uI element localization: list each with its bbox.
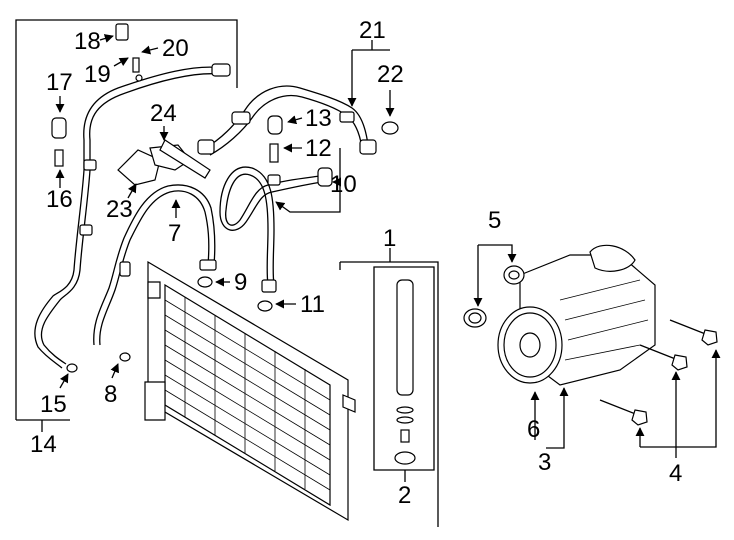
callout-18: 18 — [74, 28, 101, 55]
callout-24: 24 — [150, 100, 177, 127]
group-1-bracket — [339, 261, 439, 527]
o-ring-9 — [197, 276, 213, 288]
callout-22: 22 — [377, 61, 404, 88]
callout-7: 7 — [168, 220, 181, 247]
leader-lines — [55, 34, 721, 482]
service-valves — [51, 23, 143, 167]
callout-8: 8 — [104, 381, 117, 408]
discharge-hose — [219, 166, 333, 293]
group-14-bracket — [15, 19, 238, 421]
mounting-bolts — [599, 319, 718, 426]
suction-hose-assembly — [34, 63, 231, 373]
receiver-drier — [394, 279, 416, 465]
ac-compressor — [463, 244, 656, 386]
callout-15: 15 — [40, 391, 67, 418]
callout-2: 2 — [398, 482, 411, 509]
callout-4: 4 — [669, 460, 682, 487]
callout-21: 21 — [359, 17, 386, 44]
callout-6: 6 — [527, 416, 540, 443]
condenser — [144, 260, 356, 522]
o-ring-22 — [381, 121, 399, 135]
callout-11: 11 — [300, 291, 325, 318]
callout-9: 9 — [234, 269, 247, 296]
pressure-switch — [267, 115, 283, 163]
callout-3: 3 — [538, 449, 551, 476]
callout-10: 10 — [330, 171, 357, 198]
upper-hose — [197, 85, 377, 156]
callout-20: 20 — [162, 35, 189, 62]
o-ring-11 — [257, 300, 273, 312]
brackets — [117, 139, 211, 186]
callout-23: 23 — [106, 196, 133, 223]
callout-5: 5 — [488, 207, 501, 234]
liquid-line — [93, 184, 217, 362]
callout-17: 17 — [46, 69, 73, 96]
callout-12: 12 — [305, 135, 332, 162]
callout-19: 19 — [84, 61, 111, 88]
callout-14: 14 — [30, 431, 57, 458]
callout-1: 1 — [383, 225, 396, 252]
callout-16: 16 — [46, 186, 73, 213]
callout-13: 13 — [305, 105, 332, 132]
